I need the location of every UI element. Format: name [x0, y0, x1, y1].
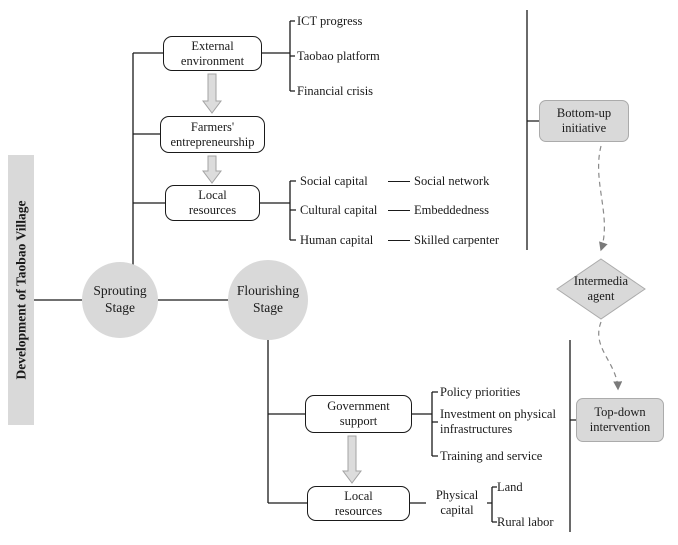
top-down-intervention-label: Top-down intervention	[589, 405, 651, 434]
capital-connector-line	[388, 239, 410, 241]
leaf-investment-infrastructures: Investment on physical infrastructures	[440, 407, 556, 436]
government-support-label: Government support	[327, 399, 390, 428]
capital-detail: Social network	[414, 173, 490, 188]
external-environment-node: External environment	[163, 36, 262, 71]
leaf-financial-crisis: Financial crisis	[297, 84, 374, 98]
physical-capital-label: Physical capital	[435, 488, 479, 517]
capital-name: Human capital	[300, 232, 374, 247]
sprouting-stage-node: Sprouting Stage	[82, 262, 158, 338]
external-environment-label: External environment	[180, 38, 245, 68]
flourishing-stage-label: Flourishing Stage	[236, 283, 300, 315]
government-support-node: Government support	[305, 395, 412, 433]
capital-row-human: Human capital Skilled carpenter	[300, 232, 499, 248]
arrow-down-icon	[342, 435, 362, 484]
leaf-ict-progress: ICT progress	[297, 14, 363, 28]
local-resources-top-node: Local resources	[165, 185, 260, 221]
connector-lines	[34, 10, 576, 532]
capital-row-cultural: Cultural capital Embeddedness	[300, 202, 489, 218]
farmers-entrepreneurship-node: Farmers' entrepreneurship	[160, 116, 265, 153]
top-down-intervention-node: Top-down intervention	[576, 398, 664, 442]
dashed-arrow-icon	[598, 145, 608, 252]
block-arrows	[202, 73, 362, 484]
dashed-flow-arrows	[598, 145, 623, 391]
capital-name: Cultural capital	[300, 202, 378, 217]
development-label-box: Development of Taobao Village	[8, 155, 34, 425]
capital-connector-line	[388, 209, 410, 211]
arrow-down-icon	[202, 155, 222, 184]
local-resources-bottom-node: Local resources	[307, 486, 410, 521]
farmers-entrepreneurship-label: Farmers' entrepreneurship	[170, 119, 255, 149]
capital-row-social: Social capital Social network	[300, 173, 489, 189]
dashed-arrow-icon	[598, 321, 623, 391]
bottom-up-initiative-label: Bottom-up initiative	[556, 106, 612, 135]
arrow-down-icon	[202, 73, 222, 114]
sprouting-stage-label: Sprouting Stage	[93, 283, 147, 315]
local-resources-bottom-label: Local resources	[334, 488, 383, 518]
capital-connector-line	[388, 180, 410, 182]
leaf-taobao-platform: Taobao platform	[297, 49, 380, 63]
leaf-policy-priorities: Policy priorities	[440, 385, 521, 399]
leaf-rural-labor: Rural labor	[497, 515, 554, 529]
intermedia-agent-node: Intermedia agent	[557, 259, 645, 319]
capital-name: Social capital	[300, 173, 368, 188]
capital-detail: Embeddedness	[414, 202, 489, 217]
local-resources-top-label: Local resources	[188, 188, 237, 217]
development-label: Development of Taobao Village	[13, 200, 29, 380]
bottom-up-initiative-node: Bottom-up initiative	[539, 100, 629, 142]
leaf-training-service: Training and service	[440, 449, 543, 463]
leaf-land: Land	[497, 480, 523, 494]
intermedia-agent-label: Intermedia agent	[573, 274, 629, 303]
capital-detail: Skilled carpenter	[414, 232, 500, 247]
flourishing-stage-node: Flourishing Stage	[228, 260, 308, 340]
intermedia-agent-diamond	[556, 258, 646, 320]
